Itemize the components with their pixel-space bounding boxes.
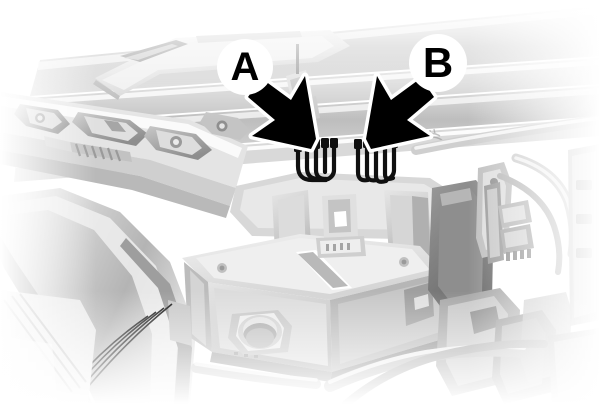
callout-badge-b: B [409,34,467,92]
callout-label-a: A [230,45,260,89]
callout-badge-a: A [217,39,273,95]
callout-label-b: B [422,39,454,86]
